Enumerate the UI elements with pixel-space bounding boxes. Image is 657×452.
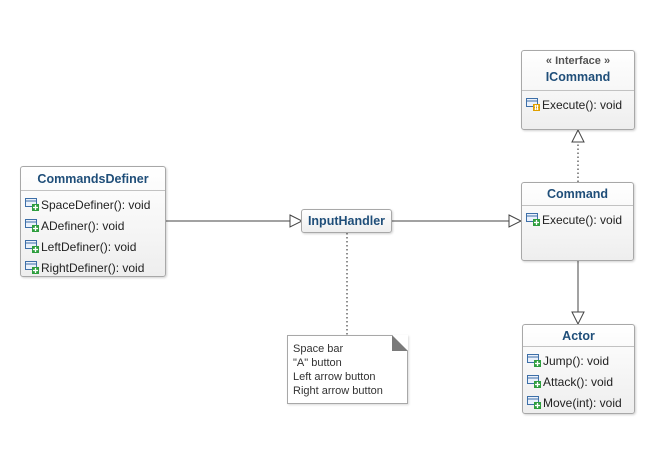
arrowhead-actor — [571, 311, 585, 326]
class-name: Command — [546, 187, 609, 201]
class-header: InputHandler — [302, 210, 391, 232]
arrowhead-icommand — [571, 128, 585, 143]
operation-row[interactable]: Jump(): void — [527, 350, 634, 371]
note-text: Space bar "A" button Left arrow button R… — [288, 336, 407, 398]
public-operation-icon — [25, 198, 39, 211]
operation-row[interactable]: Execute(): void — [526, 94, 634, 115]
operation-row[interactable]: ADefiner(): void — [25, 215, 165, 236]
class-operations: Execute(): void — [522, 206, 633, 230]
operation-label: Move(int): void — [543, 395, 622, 410]
operation-label: SpaceDefiner(): void — [41, 197, 151, 212]
note[interactable]: Space bar "A" button Left arrow button R… — [287, 335, 408, 404]
abstract-operation-icon — [526, 98, 540, 111]
operation-row[interactable]: Move(int): void — [527, 392, 634, 413]
class-name: ICommand — [545, 70, 611, 84]
note-fold-corner — [392, 335, 408, 351]
note-line: Right arrow button — [293, 385, 383, 397]
operation-row[interactable]: SpaceDefiner(): void — [25, 194, 165, 215]
operation-row[interactable]: Attack(): void — [527, 371, 634, 392]
operation-row[interactable]: LeftDefiner(): void — [25, 236, 165, 257]
class-actor[interactable]: Actor Jump(): void Attack(): void Move(i… — [522, 324, 635, 414]
class-name: Actor — [562, 329, 595, 343]
class-inputhandler[interactable]: InputHandler — [301, 209, 392, 233]
operation-row[interactable]: RightDefiner(): void — [25, 257, 165, 278]
operation-label: Execute(): void — [542, 97, 623, 112]
note-line: Left arrow button — [293, 371, 376, 383]
class-command[interactable]: Command Execute(): void — [521, 182, 634, 261]
public-operation-icon — [527, 396, 541, 409]
class-header: Actor — [523, 325, 634, 347]
class-operations: Jump(): void Attack(): void Move(int): v… — [523, 347, 634, 413]
public-operation-icon — [25, 219, 39, 232]
arrowhead-inputhandler — [289, 214, 304, 228]
class-name: CommandsDefiner — [37, 172, 149, 186]
class-name: InputHandler — [307, 214, 386, 228]
operation-label: ADefiner(): void — [41, 218, 125, 233]
arrowhead-command — [508, 214, 523, 228]
operation-label: RightDefiner(): void — [41, 260, 145, 275]
class-stereotype: « Interface » — [545, 55, 611, 67]
class-commandsdefiner[interactable]: CommandsDefiner SpaceDefiner(): void ADe… — [20, 166, 166, 277]
note-line: "A" button — [293, 357, 342, 369]
class-operations: Execute(): void — [522, 91, 634, 115]
class-header: CommandsDefiner — [21, 167, 165, 191]
public-operation-icon — [527, 354, 541, 367]
note-line: Space bar — [293, 343, 344, 355]
class-header: Command — [522, 183, 633, 206]
class-header: « Interface » ICommand — [522, 51, 634, 91]
public-operation-icon — [25, 261, 39, 274]
operation-row[interactable]: Execute(): void — [526, 209, 633, 230]
public-operation-icon — [25, 240, 39, 253]
public-operation-icon — [527, 375, 541, 388]
operation-label: Attack(): void — [543, 374, 614, 389]
operation-label: Jump(): void — [543, 353, 610, 368]
public-operation-icon — [526, 213, 540, 226]
operation-label: Execute(): void — [542, 212, 623, 227]
class-operations: SpaceDefiner(): void ADefiner(): void Le… — [21, 191, 165, 278]
operation-label: LeftDefiner(): void — [41, 239, 137, 254]
class-icommand[interactable]: « Interface » ICommand Execute(): void — [521, 50, 635, 130]
